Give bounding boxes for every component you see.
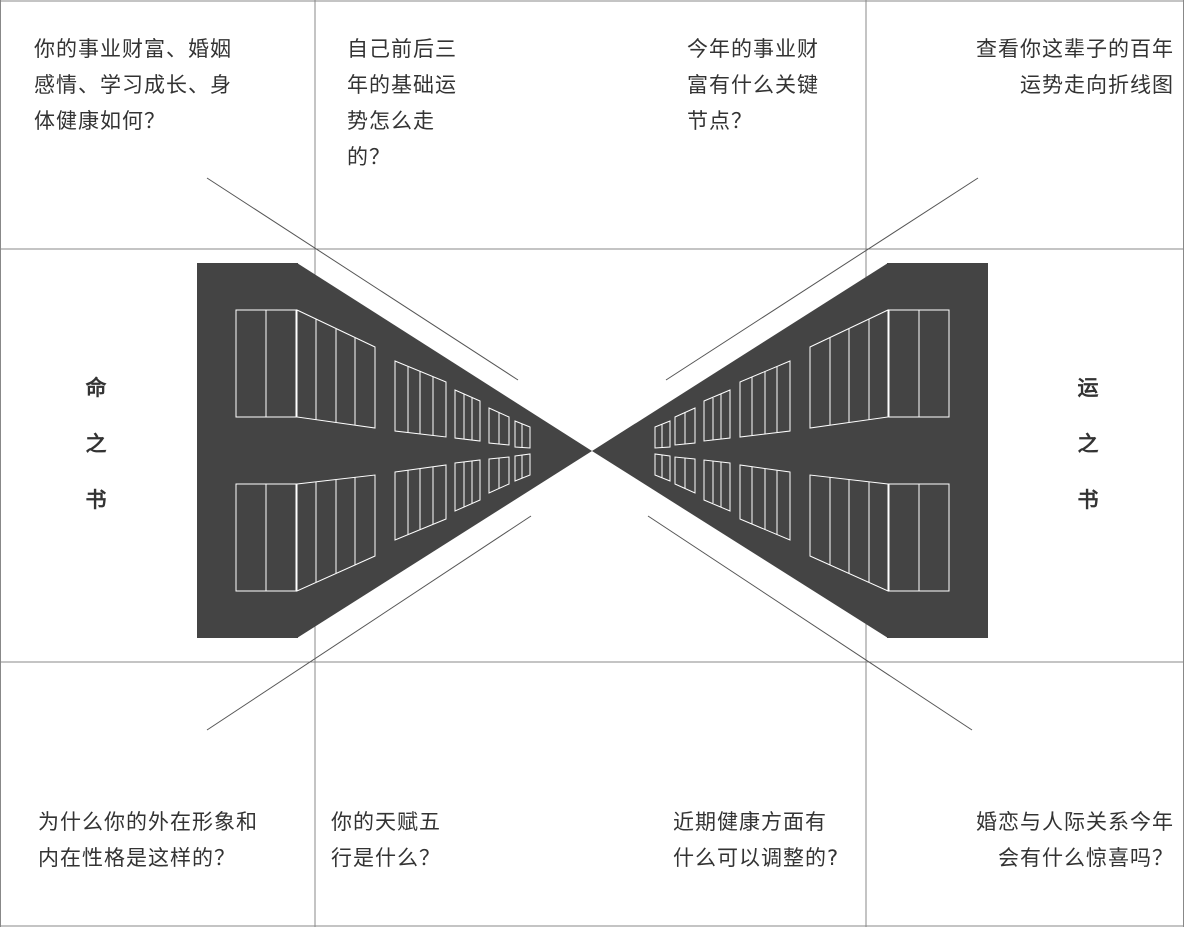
question-top-4[interactable]: 查看你这辈子的百年 运势走向折线图	[976, 37, 1174, 97]
left-book-title-char-1: 命	[85, 376, 107, 400]
diagonal-top-left	[206, 177, 519, 381]
right-book-spine	[887, 263, 988, 638]
left-book-title-char-2: 之	[85, 432, 107, 456]
left-book	[197, 263, 592, 638]
left-book-spine	[197, 263, 298, 638]
right-book-perspective	[592, 263, 888, 638]
left-book-shelves	[235, 309, 531, 592]
left-book-title: 命 之 书	[81, 360, 111, 528]
right-book-shelves	[654, 309, 950, 592]
right-book-title-char-1: 运	[1077, 376, 1099, 400]
question-top-1[interactable]: 你的事业财富、婚姻 感情、学习成长、身 体健康如何？	[34, 37, 232, 133]
diagonal-bottom-right	[647, 515, 973, 731]
question-bottom-1[interactable]: 为什么你的外在形象和 内在性格是这样的？	[38, 810, 258, 870]
left-book-title-char-3: 书	[85, 488, 107, 512]
right-book-title-char-2: 之	[1077, 432, 1099, 456]
left-book-perspective	[297, 263, 592, 638]
diagonal-top-right	[665, 177, 979, 381]
question-bottom-3[interactable]: 近期健康方面有 什么可以调整的?	[673, 810, 840, 870]
question-top-3[interactable]: 今年的事业财 富有什么关键 节点？	[687, 37, 819, 133]
diagonal-lines	[206, 177, 979, 731]
right-book	[592, 263, 988, 638]
question-bottom-4[interactable]: 婚恋与人际关系今年 会有什么惊喜吗？	[976, 810, 1174, 870]
right-book-title-char-3: 书	[1077, 488, 1099, 512]
right-book-title: 运 之 书	[1073, 360, 1103, 528]
question-bottom-2[interactable]: 你的天赋五 行是什么？	[331, 810, 441, 870]
diagonal-bottom-left	[206, 515, 532, 731]
question-top-2[interactable]: 自己前后三 年的基础运 势怎么走 的？	[347, 37, 457, 169]
